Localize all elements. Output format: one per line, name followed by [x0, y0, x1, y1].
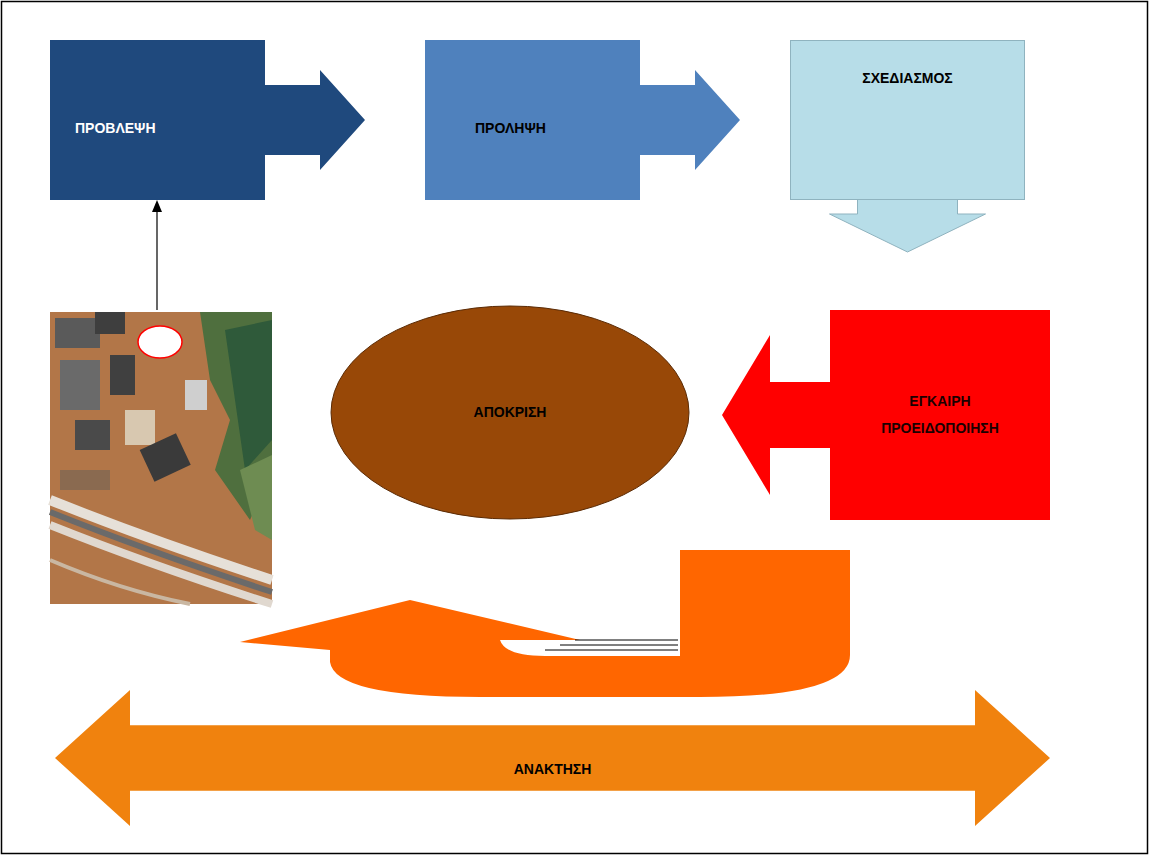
response-ellipse: ΑΠΟΚΡΙΣΗ — [330, 305, 690, 520]
road — [50, 560, 190, 604]
ellipse-fill — [331, 306, 689, 519]
highway — [50, 525, 272, 604]
building — [60, 360, 100, 410]
node-label: ΑΠΟΚΡΙΣΗ — [474, 399, 547, 426]
highway — [50, 512, 272, 592]
node-label: ΠΡΟΒΛΕΨΗ — [75, 115, 156, 142]
node-label: ΕΓΚΑΙΡΗ ΠΡΟΕΙΔΟΠΟΙΗΣΗ — [855, 388, 1025, 441]
building — [185, 380, 207, 410]
photo-ground — [50, 312, 272, 604]
aerial-photo — [50, 312, 272, 604]
shade-line — [560, 645, 678, 646]
pointer-line — [156, 210, 157, 310]
block-arrow — [722, 335, 831, 495]
building — [75, 420, 110, 450]
vegetation — [225, 320, 272, 470]
double-arrow-fill — [55, 690, 1050, 826]
building — [125, 410, 155, 445]
building — [140, 433, 191, 482]
building — [95, 312, 125, 334]
double-arrow-outline — [55, 690, 1050, 826]
vegetation — [240, 455, 272, 540]
shade-line — [545, 650, 678, 651]
block-arrow — [264, 70, 365, 170]
warning-box: ΕΓΚΑΙΡΗ ΠΡΟΕΙΔΟΠΟΙΗΣΗ — [830, 310, 1050, 520]
planning-box: ΣΧΕΔΙΑΣΜΟΣ — [790, 40, 1025, 200]
block-arrow — [830, 199, 986, 252]
building — [55, 318, 100, 348]
block-arrow — [639, 70, 740, 170]
node-label: ΣΧΕΔΙΑΣΜΟΣ — [862, 65, 953, 92]
prevention-box: ΠΡΟΛΗΨΗ — [425, 40, 640, 200]
site-marker — [138, 326, 182, 358]
forecast-box: ΠΡΟΒΛΕΨΗ — [50, 40, 265, 200]
return-arrow — [240, 550, 850, 697]
building — [110, 355, 135, 395]
building — [60, 470, 110, 490]
shade-line — [575, 640, 678, 641]
recovery-band: ΑΝΑΚΤΗΣΗ — [55, 690, 1050, 826]
arrow-head — [152, 200, 162, 212]
node-label: ΠΡΟΛΗΨΗ — [475, 115, 546, 142]
node-label: ΑΝΑΚΤΗΣΗ — [514, 756, 592, 783]
